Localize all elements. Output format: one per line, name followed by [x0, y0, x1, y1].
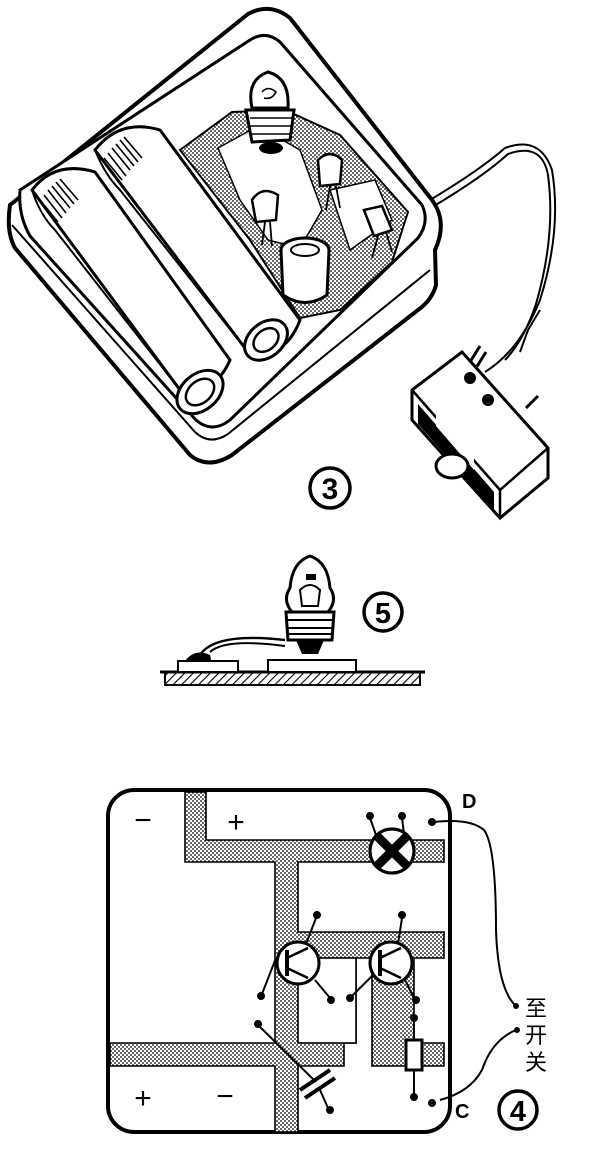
bottom-battery-minus: − [216, 1080, 234, 1113]
switch-note-char-3: 关 [525, 1051, 547, 1076]
figure-3-label: 3 [308, 466, 352, 510]
transistor-symbol-2 [368, 940, 414, 986]
figure-4-pcb-layout: − + + − D C 至 开 关 4 [106, 788, 547, 1134]
switch-note-char-1: 至 [525, 997, 547, 1022]
solder-points [254, 812, 436, 1114]
transistor-symbol-1 [275, 940, 321, 986]
svg-text:3: 3 [322, 473, 339, 506]
battery-left [30, 167, 232, 416]
terminal-c-label: C [455, 1101, 469, 1123]
lamp-symbol [368, 827, 416, 875]
figure-4-number: 4 [510, 1096, 526, 1128]
cylinder-component [279, 236, 331, 304]
figure-5-bulb-mount: 5 [160, 554, 425, 686]
resistor-symbol [404, 1020, 424, 1095]
switch-note-char-2: 开 [525, 1024, 547, 1049]
bottom-battery-plus: + [134, 1082, 152, 1115]
top-battery-plus: + [227, 806, 245, 839]
svg-text:5: 5 [375, 598, 391, 630]
capacitor-symbol [257, 1024, 337, 1109]
top-battery-minus: − [134, 804, 152, 837]
cable [429, 143, 557, 373]
terminal-d-label: D [462, 791, 476, 813]
bulb [244, 70, 296, 154]
figure-3-battery-box: 3 [6, 6, 557, 521]
battery-right [93, 125, 302, 362]
switch-box [410, 345, 550, 521]
base-plate [164, 671, 421, 686]
transistors [250, 152, 394, 259]
circuit-board [178, 108, 410, 320]
